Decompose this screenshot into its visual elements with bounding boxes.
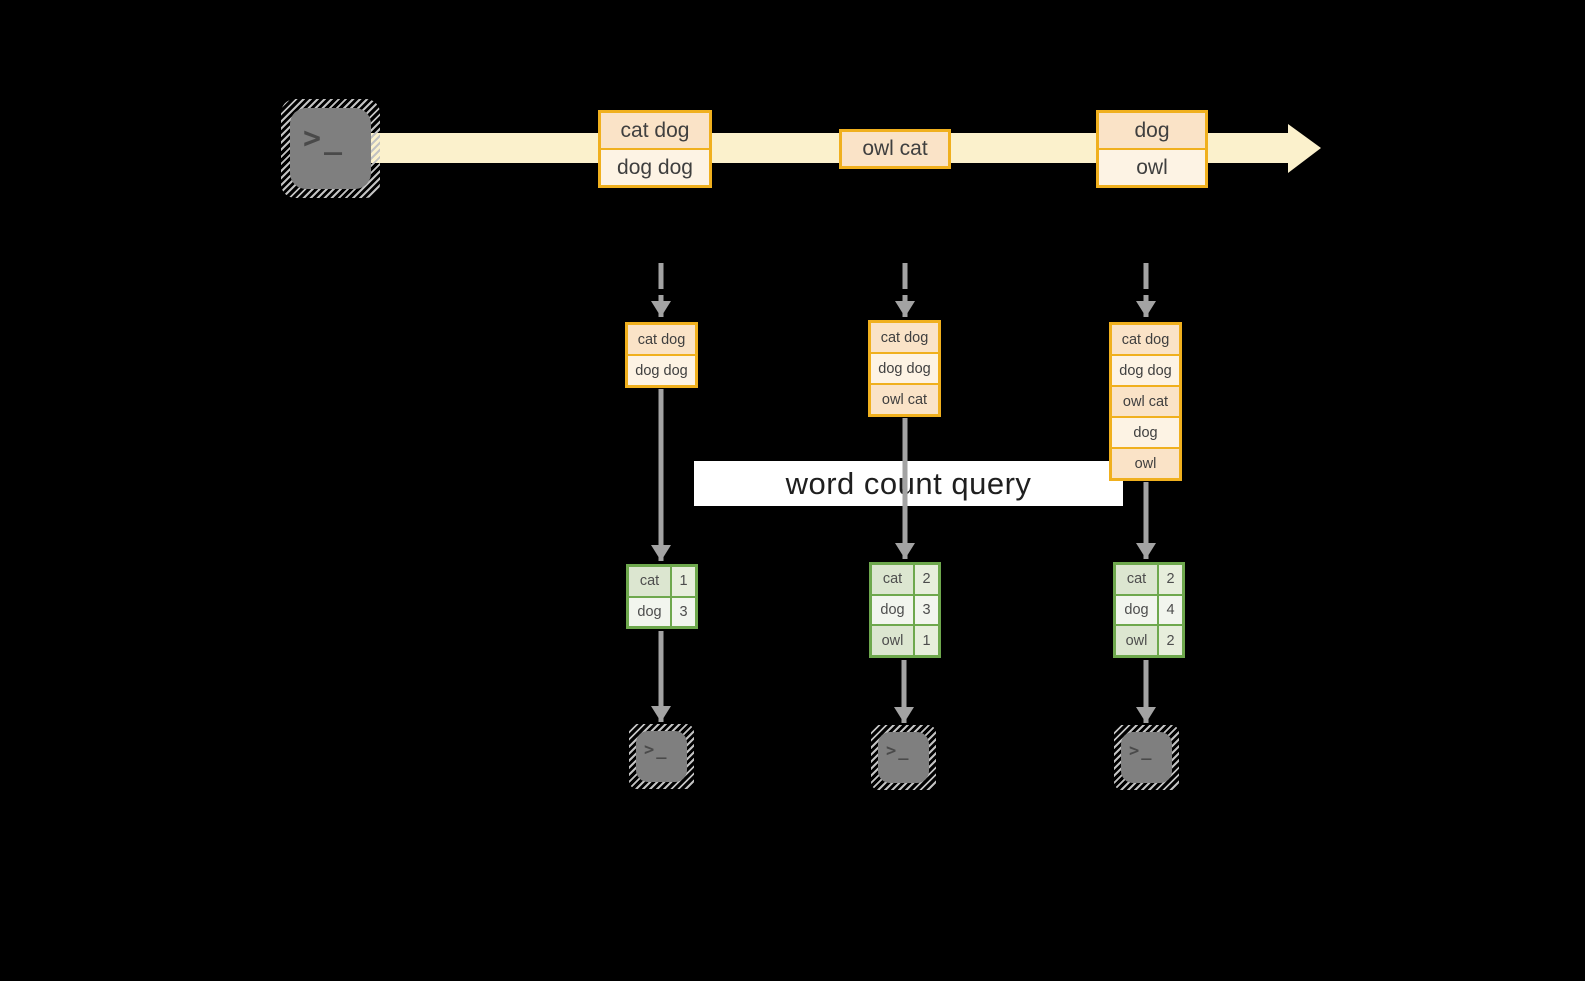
consumer-terminal-icon-1: >_ [629,724,694,789]
count-row: cat 2 [872,565,938,594]
buffer-row: owl [1112,447,1179,478]
terminal-screen: >_ [878,732,929,783]
terminal-prompt-icon: >_ [303,121,346,156]
count-cell: 4 [1157,595,1182,625]
buffer-row: dog dog [871,352,938,383]
count-table-1: cat 1 dog 3 [626,564,698,629]
terminal-screen: >_ [290,108,371,189]
word-count-query-band: word count query [694,461,1123,506]
word-cell: dog [629,597,670,626]
producer-terminal-icon: >_ [281,99,380,198]
buffer-row: dog [1112,416,1179,447]
stream-event-line: owl [1099,148,1205,185]
word-cell: owl [872,626,913,656]
count-row: cat 1 [629,567,695,596]
word-cell: dog [872,595,913,625]
count-row: dog 3 [629,595,695,626]
count-cell: 3 [670,597,695,626]
word-cell: cat [629,567,670,596]
terminal-screen: >_ [1121,732,1172,783]
buffer-row: cat dog [1112,325,1179,354]
word-count-query-label: word count query [785,465,1032,501]
word-cell: cat [872,565,913,594]
count-row: cat 2 [1116,565,1182,594]
count-cell: 1 [913,626,938,656]
count-row: dog 4 [1116,593,1182,625]
count-cell: 3 [913,595,938,625]
word-cell: cat [1116,565,1157,594]
stream-event-box-1: cat dog dog dog [598,110,712,188]
terminal-prompt-icon: >_ [886,741,911,761]
count-cell: 1 [670,567,695,596]
count-table-3: cat 2 dog 4 owl 2 [1113,562,1185,658]
stream-event-line: dog [1099,113,1205,148]
terminal-prompt-icon: >_ [1129,741,1154,761]
terminal-screen: >_ [636,731,687,782]
stream-event-line: owl cat [842,132,948,166]
count-row: owl 2 [1116,624,1182,656]
buffer-stack-3: cat dog dog dog owl cat dog owl [1109,322,1182,481]
buffer-row: dog dog [1112,354,1179,385]
word-cell: dog [1116,595,1157,625]
buffer-stack-2: cat dog dog dog owl cat [868,320,941,417]
buffer-row: owl cat [1112,385,1179,416]
count-row: owl 1 [872,624,938,656]
count-cell: 2 [1157,626,1182,656]
buffer-row: dog dog [628,354,695,385]
consumer-terminal-icon-2: >_ [871,725,936,790]
stream-event-box-3: dog owl [1096,110,1208,188]
buffer-row: cat dog [628,325,695,354]
terminal-prompt-icon: >_ [644,740,669,760]
stream-event-line: cat dog [601,113,709,148]
stream-event-line: dog dog [601,148,709,185]
word-cell: owl [1116,626,1157,656]
stream-event-box-2: owl cat [839,129,951,169]
buffer-stack-1: cat dog dog dog [625,322,698,388]
count-cell: 2 [1157,565,1182,594]
count-table-2: cat 2 dog 3 owl 1 [869,562,941,658]
consumer-terminal-icon-3: >_ [1114,725,1179,790]
buffer-row: cat dog [871,323,938,352]
buffer-row: owl cat [871,383,938,414]
count-row: dog 3 [872,593,938,625]
count-cell: 2 [913,565,938,594]
